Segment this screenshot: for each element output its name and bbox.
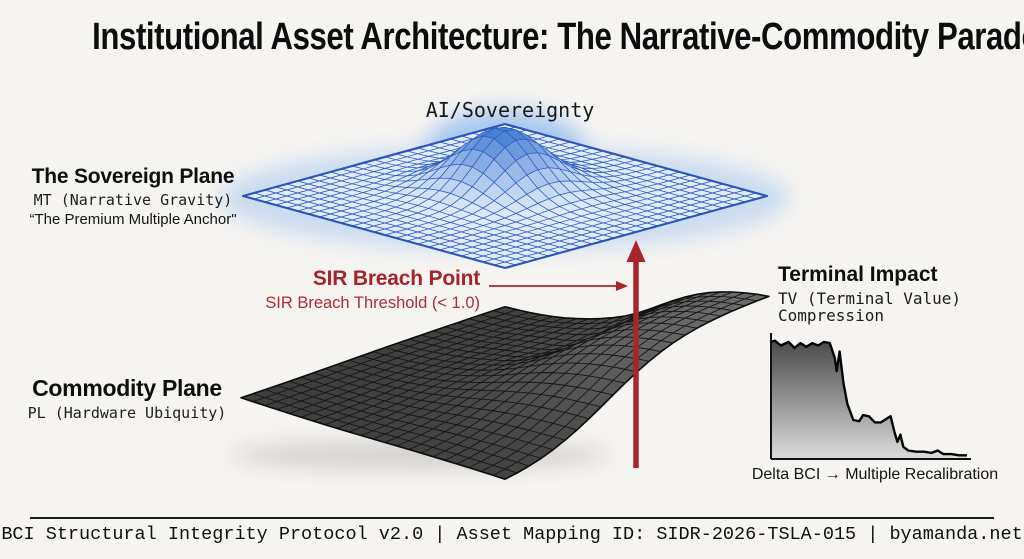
- chart-caption: Delta BCI → Multiple Recalibration: [751, 466, 999, 483]
- breach-threshold: SIR Breach Threshold (< 1.0): [265, 293, 480, 312]
- sovereign-plane-quote: “The Premium Multiple Anchor": [29, 211, 237, 229]
- commodity-plane-label-block: Commodity Plane PL (Hardware Ubiquity): [16, 375, 238, 422]
- peak-label: AI/Sovereignty: [425, 98, 595, 122]
- terminal-impact-chart: [770, 333, 971, 460]
- terminal-impact-title: Terminal Impact: [778, 263, 938, 286]
- terminal-impact-code2: Compression: [778, 306, 884, 326]
- footer-text: BCI Structural Integrity Protocol v2.0 |…: [1, 524, 1023, 545]
- terminal-impact-label-block: Terminal Impact TV (Terminal Value) Comp…: [778, 263, 961, 325]
- footer-divider: [30, 517, 994, 519]
- sovereign-plane-label-block: The Sovereign Plane MT (Narrative Gravit…: [15, 165, 251, 229]
- page-title: Institutional Asset Architecture: The Na…: [92, 16, 1024, 58]
- breach-label-block: SIR Breach Point SIR Breach Threshold (<…: [238, 267, 480, 312]
- breach-arrow-group: [489, 240, 646, 468]
- commodity-plane-surface: [240, 291, 770, 481]
- breach-title: SIR Breach Point: [312, 267, 480, 290]
- terminal-impact-code: TV (Terminal Value): [778, 288, 962, 308]
- sovereign-plane-surface: [241, 122, 769, 270]
- sovereign-plane-code: MT (Narrative Gravity): [33, 190, 233, 209]
- commodity-plane-code: PL (Hardware Ubiquity): [27, 403, 227, 422]
- sovereign-plane-title: The Sovereign Plane: [31, 165, 235, 188]
- commodity-plane-title: Commodity Plane: [32, 375, 222, 401]
